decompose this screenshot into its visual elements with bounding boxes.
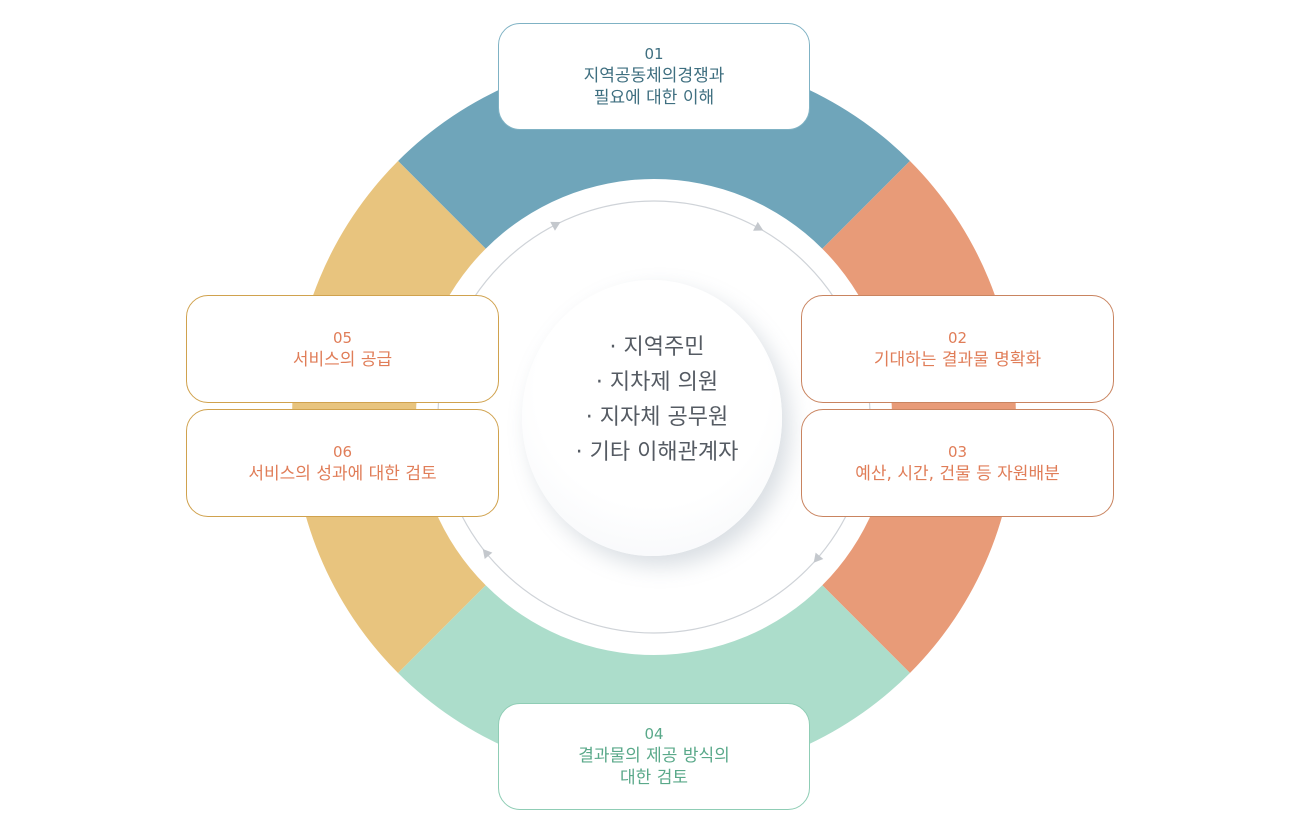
stakeholder-item: · 기타 이해관계자 — [575, 440, 739, 465]
cycle-arrow-top-right — [753, 221, 764, 231]
stakeholder-item: · 지역주민 — [609, 335, 705, 360]
step-number: 03 — [947, 442, 968, 461]
stakeholder-item: · 지자체 공무원 — [585, 405, 729, 430]
step-box-02: 02 기대하는 결과물 명확화 — [801, 295, 1114, 403]
cycle-arrow-top-left — [550, 221, 561, 231]
step-label: 기대하는 결과물 명확화 — [873, 349, 1042, 370]
cycle-arrow-bottom-right — [813, 552, 824, 563]
step-number: 01 — [644, 45, 664, 63]
step-number: 04 — [644, 725, 664, 743]
center-circle — [522, 280, 782, 556]
step-box-05: 05 서비스의 공급 — [186, 295, 499, 403]
step-box-06: 06 서비스의 성과에 대한 검토 — [186, 409, 499, 517]
step-box-01: 01 지역공동체의경쟁과 필요에 대한 이해 — [498, 23, 810, 130]
step-label: 서비스의 성과에 대한 검토 — [248, 463, 437, 484]
cycle-arrow-bottom-left — [482, 548, 493, 560]
stakeholder-item: · 지차제 의원 — [595, 370, 719, 395]
step-box-04: 04 결과물의 제공 방식의 대한 검토 — [498, 703, 810, 810]
step-label: 지역공동체의경쟁과 — [583, 66, 725, 86]
step-number: 06 — [332, 442, 353, 461]
step-number: 05 — [332, 328, 353, 347]
step-label: 대한 검토 — [620, 768, 688, 788]
step-label: 서비스의 공급 — [292, 349, 393, 370]
step-label: 예산, 시간, 건물 등 자원배분 — [855, 463, 1060, 484]
stakeholder-list: · 지역주민 · 지차제 의원 · 지자체 공무원 · 기타 이해관계자 — [522, 330, 792, 470]
step-box-03: 03 예산, 시간, 건물 등 자원배분 — [801, 409, 1114, 517]
step-number: 02 — [947, 328, 968, 347]
step-label: 필요에 대한 이해 — [593, 88, 715, 108]
step-label: 결과물의 제공 방식의 — [578, 746, 730, 766]
